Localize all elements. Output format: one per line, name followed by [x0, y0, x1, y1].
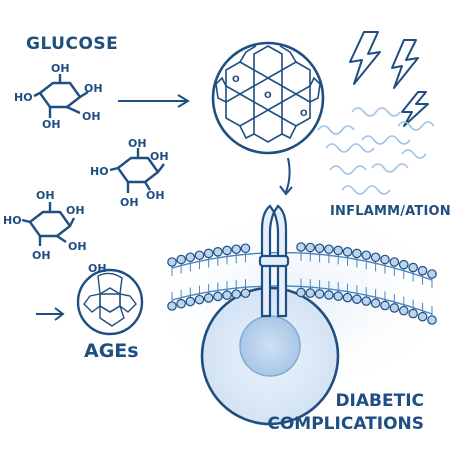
lipid-head [408, 262, 418, 273]
o-label: O [232, 75, 240, 85]
oh-label: OH [84, 82, 103, 95]
lipid-head [222, 245, 232, 256]
lipid-head [213, 291, 223, 302]
ages-title: AGEs [84, 340, 139, 362]
inflammation-waves [317, 107, 435, 195]
lipid-head [194, 250, 205, 261]
lipid-head [417, 265, 428, 276]
lipid-head [398, 259, 409, 270]
diabetic-label: DIABETIC [335, 391, 424, 411]
lipid-head [231, 244, 242, 255]
glucose-molecule-1 [33, 74, 89, 118]
oh-label: OH [66, 204, 85, 217]
lipid-head [361, 296, 372, 306]
lipid-head [352, 248, 362, 259]
age-cage-large: O O O [211, 41, 325, 155]
lipid-head [167, 301, 177, 311]
lipid-head [296, 287, 306, 298]
lipid-head [222, 290, 232, 300]
lipid-head [176, 254, 186, 265]
oh-label: OH [51, 62, 70, 75]
lipid-head [296, 242, 306, 252]
lipid-head [185, 296, 196, 307]
o-label: O [264, 91, 272, 101]
lipid-bilayer [167, 242, 437, 325]
lipid-head [231, 289, 242, 299]
lipid-head [398, 305, 409, 316]
oh-label: OH [82, 110, 101, 123]
oh-label: OH [128, 137, 147, 150]
lipid-head [324, 290, 334, 300]
glucose-molecule-3 [21, 202, 76, 246]
lipid-head [333, 245, 344, 256]
lipid-head [203, 248, 214, 259]
glucose-molecule-2 [109, 148, 165, 193]
glucose-molecule-1-labels: OH HO OH OH OH [14, 62, 103, 131]
lipid-head [427, 269, 437, 279]
complications-label: COMPLICATIONS [267, 414, 424, 434]
lipid-head [240, 288, 251, 299]
ho-label: HO [90, 165, 109, 178]
lipid-head [342, 292, 353, 303]
lipid-head [380, 300, 390, 311]
oh-label: OH [42, 118, 61, 131]
receptor [258, 204, 290, 318]
nucleus [239, 315, 301, 377]
lipid-head [194, 294, 205, 305]
lipid-head [176, 298, 186, 309]
lipid-head [380, 254, 390, 265]
ho-label: HO [14, 91, 33, 104]
oh-label: OH [150, 150, 169, 163]
lipid-head [417, 311, 428, 322]
lipid-head [314, 289, 325, 299]
lipid-head [333, 291, 344, 301]
diabetic-complications-title: DIABETIC COMPLICATIONS [244, 390, 424, 436]
lipid-head [305, 288, 316, 298]
cell [200, 286, 340, 426]
lipid-head [427, 315, 437, 325]
o-label: O [300, 109, 308, 119]
lipid-head [361, 250, 372, 261]
lipid-head [167, 257, 177, 267]
age-cage-small: OH [76, 262, 144, 336]
lipid-head [240, 243, 251, 254]
arrow-to-receptor [279, 157, 293, 196]
lipid-head [370, 252, 381, 263]
lipid-head [324, 244, 334, 255]
lipid-head [314, 243, 325, 254]
oh-label: OH [120, 196, 139, 209]
arrow-to-age [118, 94, 190, 108]
lipid-head [389, 303, 400, 313]
lipid-head [389, 257, 400, 267]
lipid-head [408, 308, 418, 319]
glucose-molecule-2-labels: OH HO OH OH OH [90, 137, 169, 209]
oh-label: OH [68, 240, 87, 253]
lipid-head [342, 247, 353, 257]
lipid-head [305, 242, 316, 253]
lipid-head [352, 294, 362, 305]
oh-label: OH [88, 262, 107, 275]
ho-label: HO [3, 214, 22, 227]
arrow-to-ages [36, 307, 65, 321]
lipid-head [203, 293, 214, 303]
glucose-title: GLUCOSE [26, 34, 119, 54]
lipid-head [370, 298, 381, 308]
oh-label: OH [36, 189, 55, 202]
lipid-head [185, 252, 196, 263]
oh-label: OH [32, 249, 51, 262]
lipid-head [213, 247, 223, 257]
lightning-icon [349, 31, 429, 127]
oh-label: OH [146, 189, 165, 202]
inflammation-title: INFLAMM/ATION [330, 204, 451, 219]
glucose-molecule-3-labels: OH HO OH OH OH [3, 189, 87, 262]
